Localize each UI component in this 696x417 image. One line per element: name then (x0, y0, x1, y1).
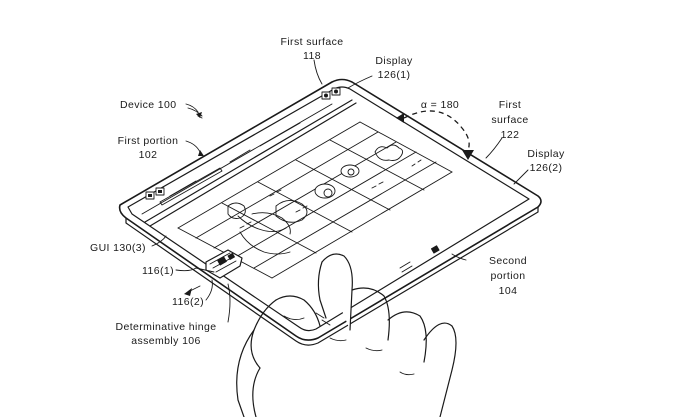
labels: First surface 118 Display 126(1) Device … (90, 36, 565, 347)
label-hinge-116-1: 116(1) (142, 265, 174, 277)
label-gui-130-3: GUI 130(3) (90, 242, 146, 254)
hinge-assembly (205, 249, 243, 279)
label-first-surface-118: First surface (281, 36, 344, 48)
hinge-line (144, 99, 357, 227)
hand-drawing (236, 253, 457, 417)
label-first-surface-118-num: 118 (303, 50, 321, 62)
edge-controls (315, 245, 440, 326)
label-determinative-hinge-b: assembly 106 (131, 335, 201, 347)
label-second-portion-104-num: 104 (499, 285, 518, 297)
label-display-126-1-num: 126(1) (378, 69, 411, 81)
display-126-1 (141, 87, 341, 215)
label-second-portion-104: Second (489, 255, 527, 267)
label-hinge-116-2: 116(2) (172, 296, 204, 308)
label-device-100: Device 100 (120, 99, 177, 111)
label-first-surface-122-num: 122 (501, 129, 520, 141)
label-first-surface-122-b: surface (491, 114, 528, 126)
rotation-arrow (396, 110, 474, 160)
label-display-126-2: Display (527, 148, 565, 160)
device-body (118, 78, 542, 346)
label-display-126-2-num: 126(2) (530, 162, 563, 174)
label-first-portion-102: First portion (118, 135, 179, 147)
leader-lines (151, 59, 529, 323)
label-determinative-hinge: Determinative hinge (116, 321, 217, 333)
label-first-portion-102-num: 102 (139, 149, 158, 161)
label-second-portion-104-b: portion (491, 270, 526, 282)
gui-130-3 (177, 121, 453, 279)
label-first-surface-122: First (499, 99, 521, 111)
label-display-126-1: Display (375, 55, 413, 67)
label-alpha: α = 180 (421, 99, 459, 111)
device-arrow (185, 103, 204, 156)
